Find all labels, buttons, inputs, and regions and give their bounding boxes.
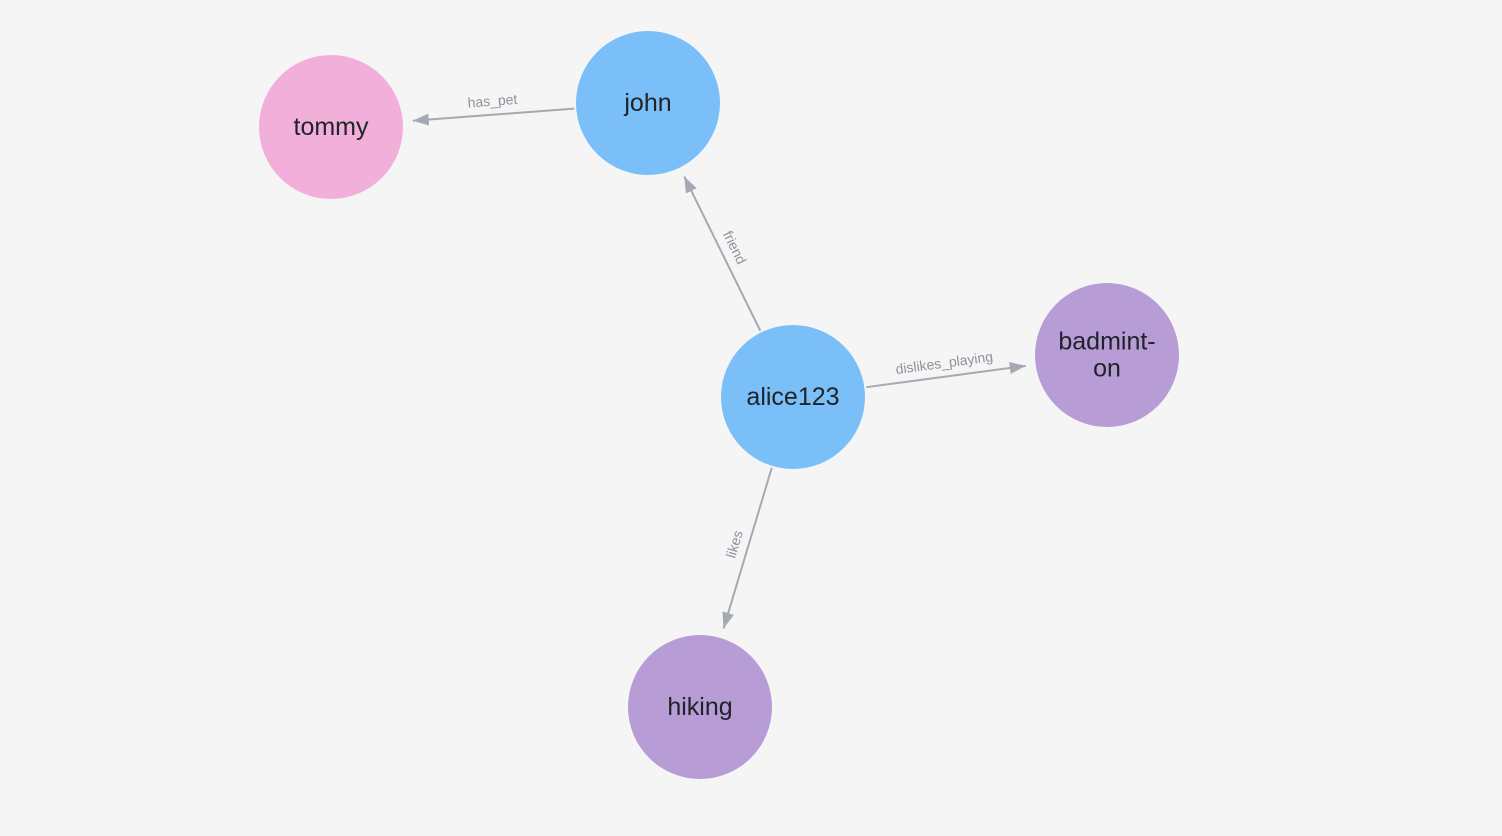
- node-circle-hiking[interactable]: [628, 635, 772, 779]
- edge-label-friend: friend: [720, 228, 750, 266]
- node-circle-tommy[interactable]: [259, 55, 403, 199]
- edge-alice123-badminton[interactable]: [866, 362, 1026, 389]
- node-circle-badminton[interactable]: [1035, 283, 1179, 427]
- node-hiking[interactable]: hiking: [628, 635, 772, 779]
- node-alice123[interactable]: alice123: [721, 325, 865, 469]
- node-circle-alice123[interactable]: [721, 325, 865, 469]
- node-tommy[interactable]: tommy: [259, 55, 403, 199]
- edge-alice123-hiking[interactable]: [722, 467, 773, 629]
- edge-alice123-john[interactable]: [683, 176, 762, 332]
- edge-john-tommy[interactable]: [412, 107, 575, 126]
- node-badminton[interactable]: badmint-on: [1035, 283, 1179, 427]
- node-circle-john[interactable]: [576, 31, 720, 175]
- edge-label-has_pet: has_pet: [467, 91, 518, 111]
- node-john[interactable]: john: [576, 31, 720, 175]
- edge-label-likes: likes: [723, 528, 746, 559]
